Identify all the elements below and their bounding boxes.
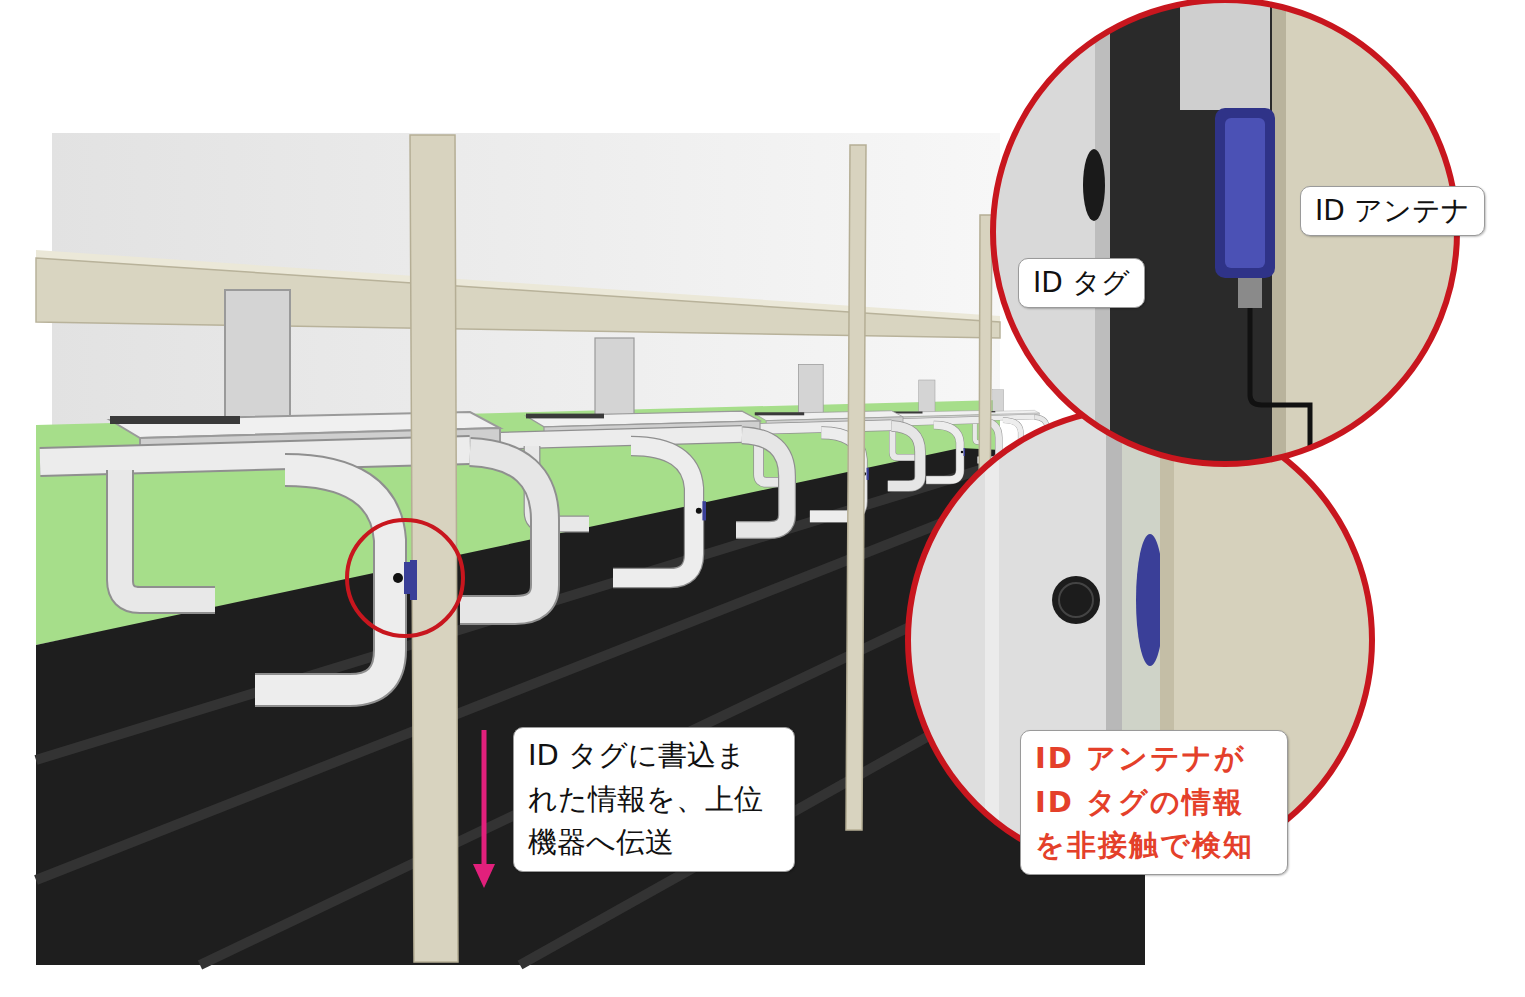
hanger-edge [1095, 0, 1110, 470]
id-tag [1083, 149, 1105, 221]
label-box: ID タグ [1018, 258, 1145, 308]
pole [410, 135, 458, 962]
id-antenna-small [410, 560, 417, 600]
id-antenna [1136, 534, 1164, 666]
hanger-plate [990, 0, 1108, 470]
label-text: ID アンテナが ID タグの情報 を非接触で検知 [1035, 737, 1273, 868]
label-text: ID タグ [1033, 265, 1130, 301]
label-box: ID アンテナが ID タグの情報 を非接触で検知 [1020, 730, 1288, 875]
id-antenna-face [1225, 118, 1265, 268]
id-tag [1052, 576, 1100, 624]
flow-arrowhead [473, 864, 495, 888]
highlight-circle [347, 520, 463, 636]
label-box: ID アンテナ [1300, 186, 1485, 236]
label-box: ID タグに書込ま れた情報を、上位 機器へ伝送 [513, 727, 795, 872]
id-antenna [1215, 108, 1275, 278]
inset-circle [908, 408, 1372, 872]
label-text: ID アンテナ [1315, 193, 1470, 229]
id-tag-ring [1059, 583, 1093, 617]
far-hangers [1180, 0, 1270, 110]
antenna-cable [1250, 308, 1310, 470]
label-text: ID タグに書込ま れた情報を、上位 機器へ伝送 [528, 734, 780, 865]
inset-lower [900, 400, 1380, 880]
flow-arrow [482, 730, 487, 868]
hanger-highlight [985, 400, 999, 880]
hanger-front [40, 290, 545, 690]
pole [846, 145, 866, 830]
inset-ground [900, 400, 1380, 880]
antenna-connector [1238, 278, 1262, 308]
